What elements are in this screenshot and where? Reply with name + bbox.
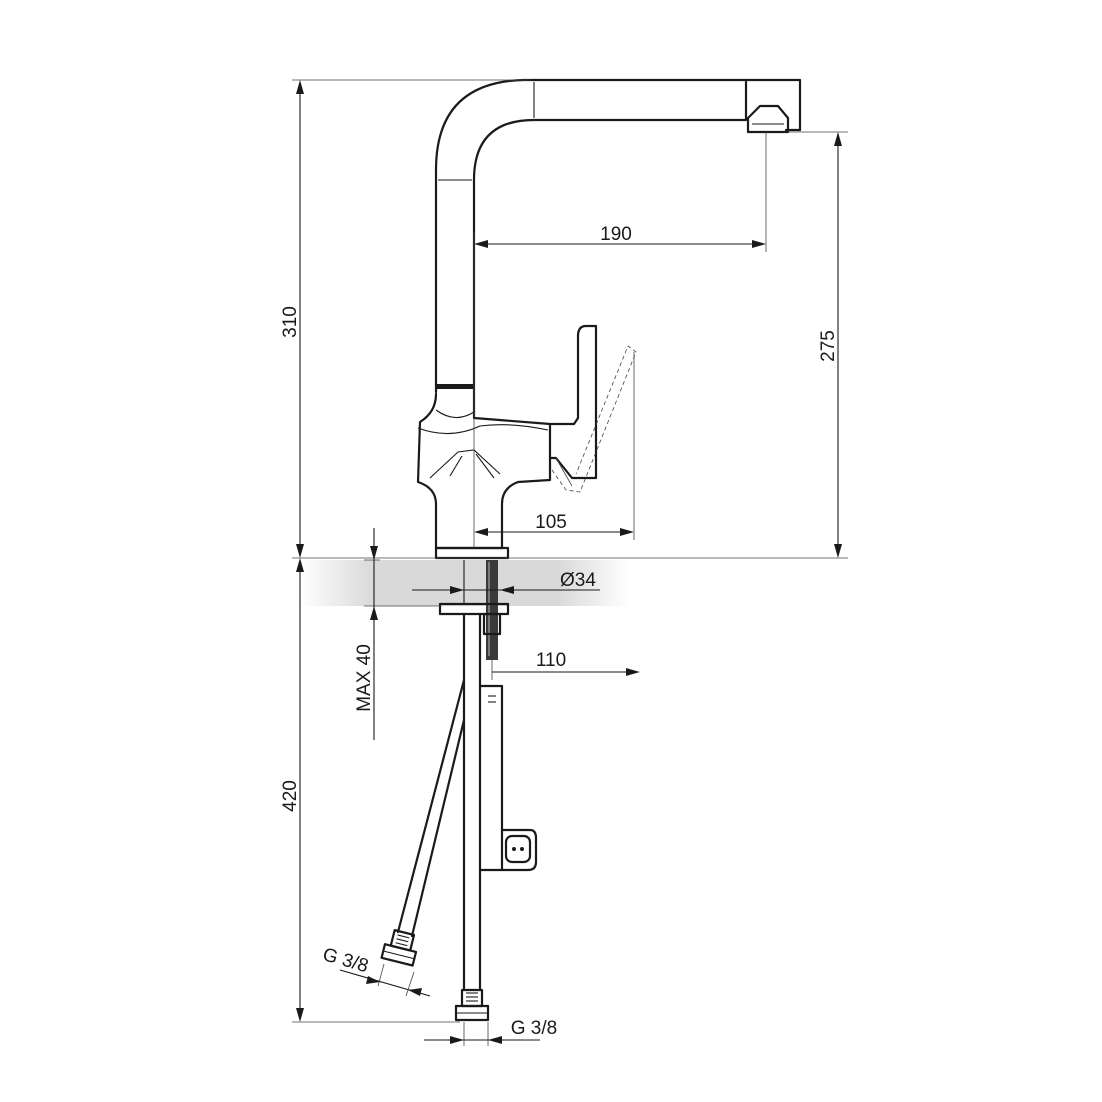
- faucet-handle: [548, 324, 637, 493]
- dim-spout-reach-label: 190: [600, 224, 632, 245]
- dim-hose-length-label: 420: [280, 780, 301, 812]
- dim-hose-thread-left-label: G 3/8: [320, 944, 370, 977]
- dim-deck-thickness: MAX 40: [354, 528, 378, 740]
- dim-hose-thread-right-label: G 3/8: [511, 1018, 557, 1039]
- pull-out-weight: [478, 684, 538, 872]
- dim-hole-diameter-label: Ø34: [560, 570, 596, 591]
- dim-handle-reach-label: 105: [535, 512, 567, 533]
- dim-deck-thickness-label: MAX 40: [354, 644, 375, 712]
- hose-angled: [380, 678, 466, 967]
- extension-lines: [292, 79, 848, 1046]
- hose-straight: [454, 612, 490, 1022]
- dim-under-reach-label: 110: [536, 650, 566, 671]
- dim-total-height-label: 310: [280, 306, 301, 338]
- dim-under-reach: 110: [492, 650, 640, 676]
- countertop: [300, 560, 630, 606]
- dim-spout-height: 275: [818, 132, 842, 558]
- dim-hose-thread-right: G 3/8: [424, 1018, 557, 1044]
- mounting-hardware: [438, 560, 510, 660]
- dim-total-height: 310: [280, 80, 304, 558]
- dim-hose-length: 420: [280, 558, 304, 1022]
- dim-spout-height-label: 275: [818, 330, 839, 362]
- dim-spout-reach: 190: [474, 224, 766, 248]
- faucet-spout: [434, 78, 802, 420]
- dim-handle-reach: 105: [474, 512, 634, 536]
- dim-hole-diameter: Ø34: [412, 570, 600, 594]
